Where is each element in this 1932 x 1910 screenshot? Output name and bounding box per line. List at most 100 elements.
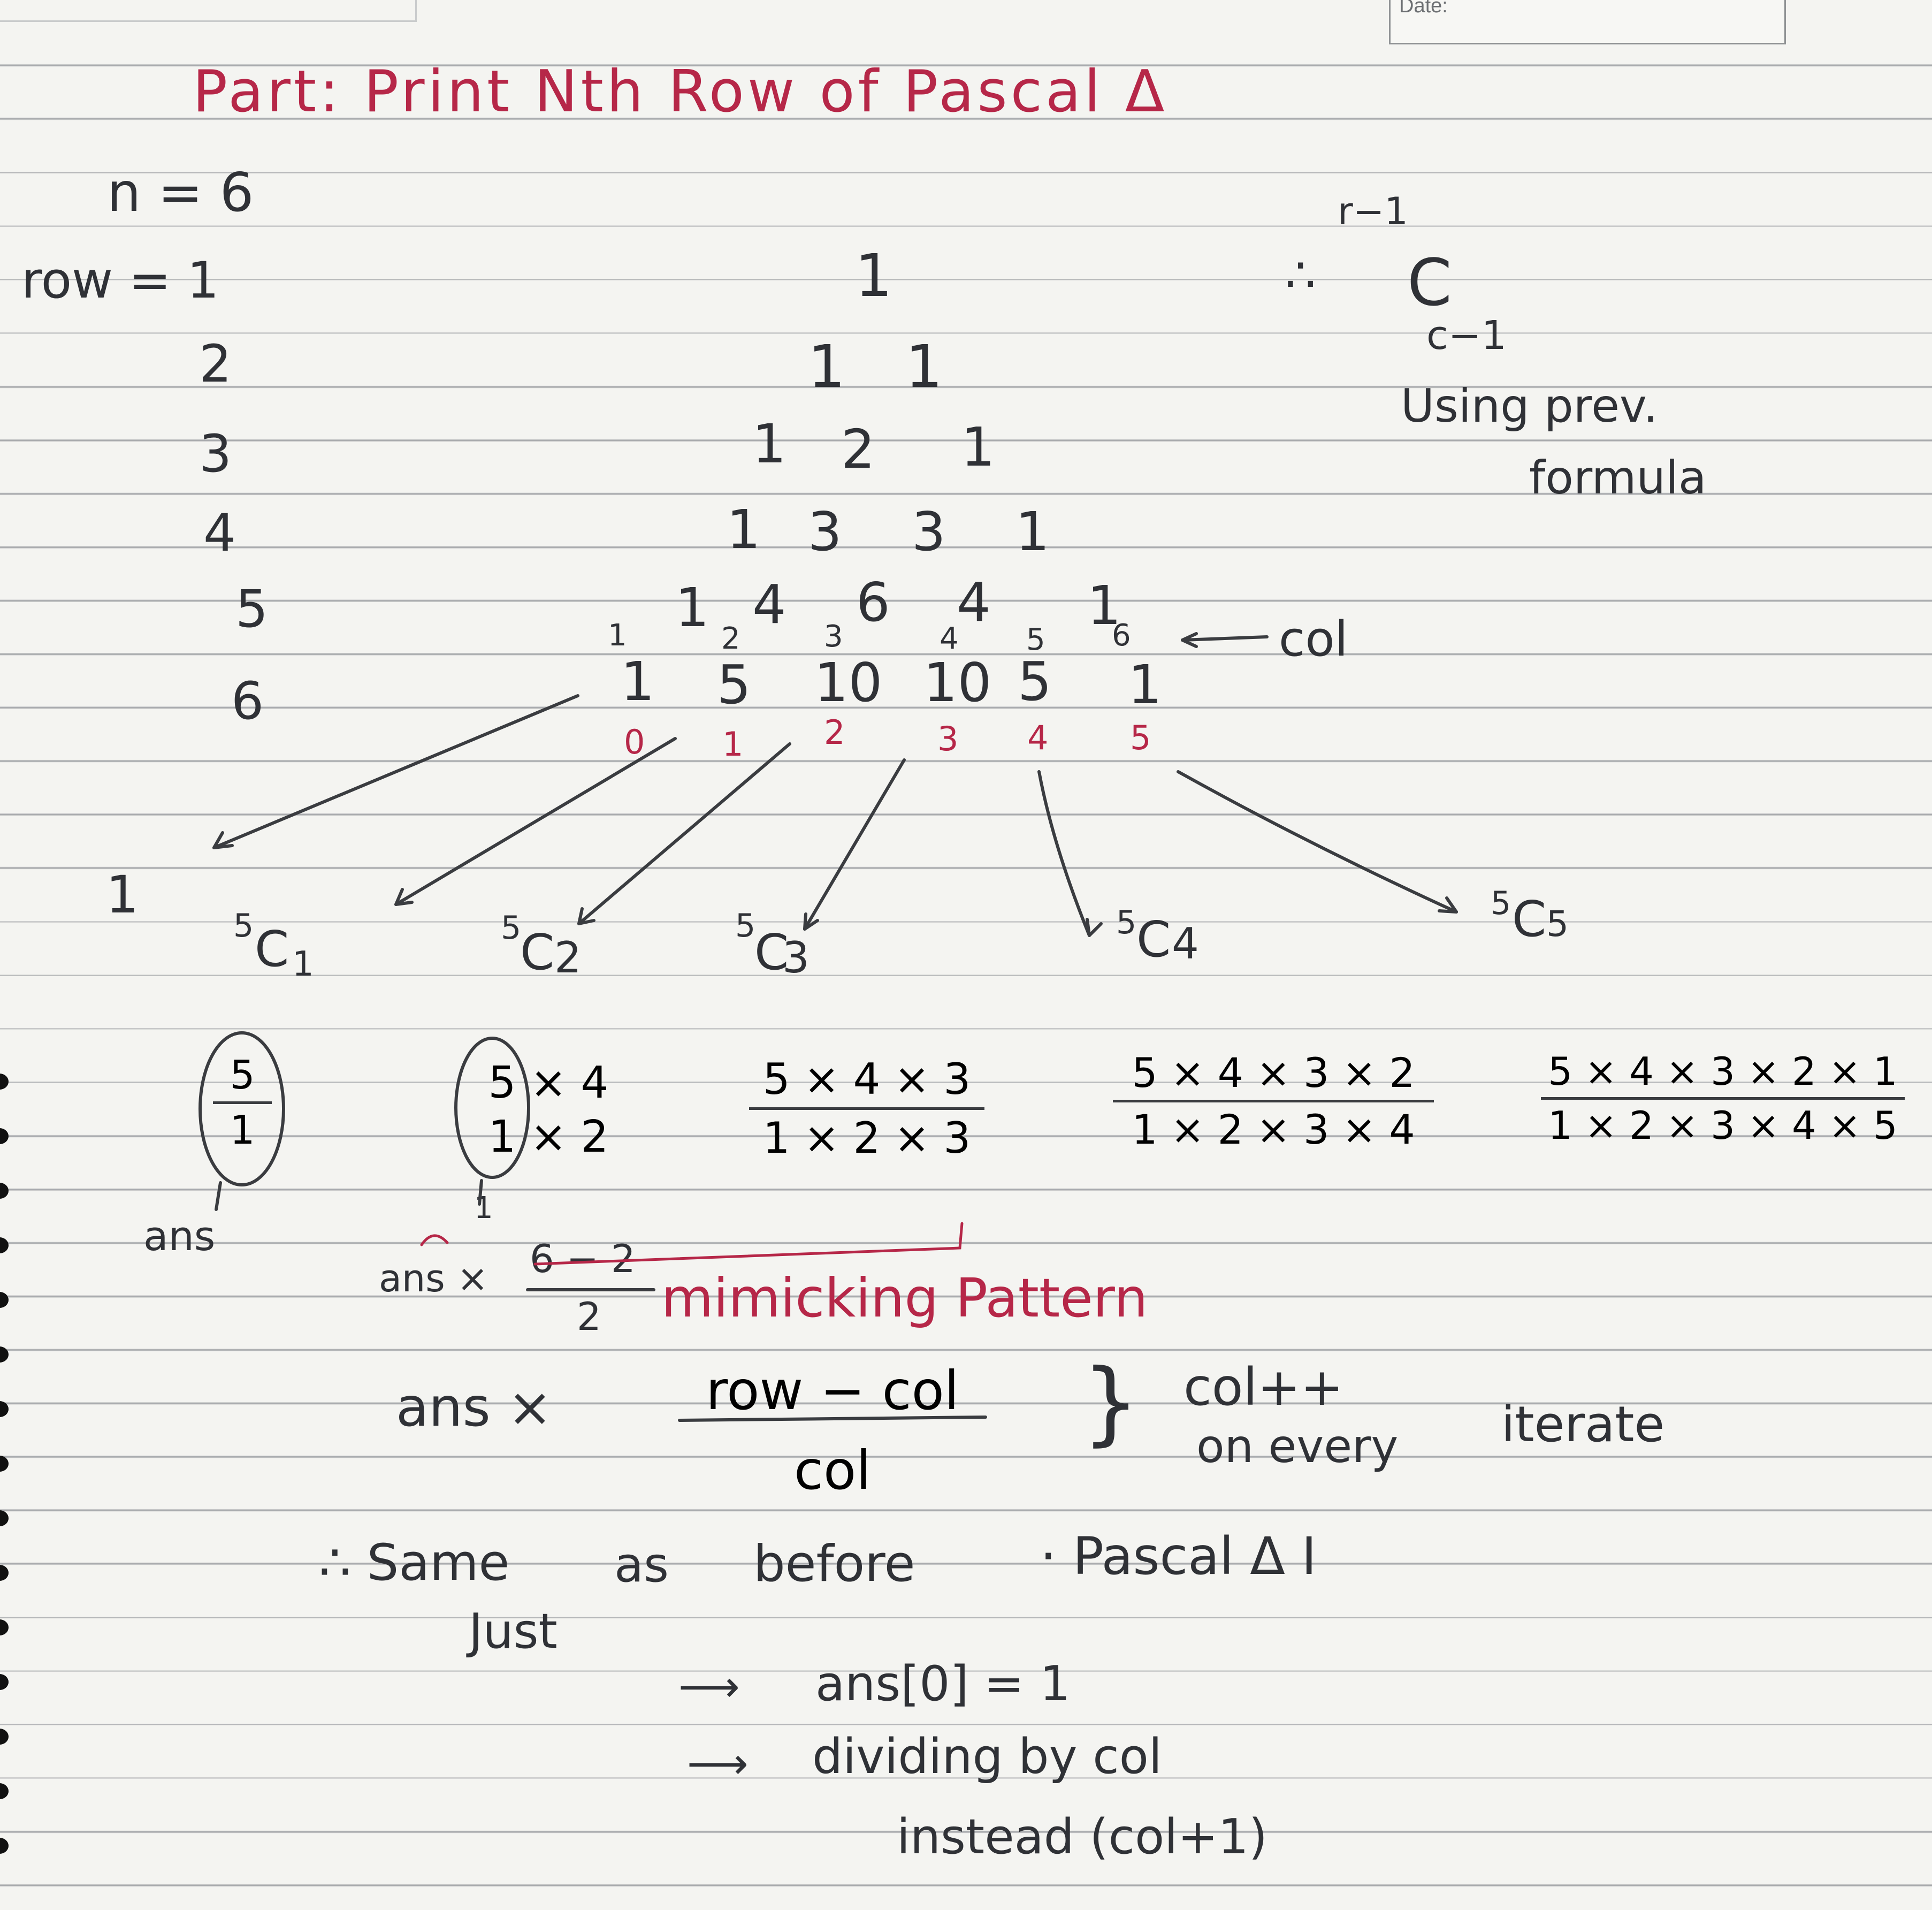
binder-hole — [0, 1401, 9, 1417]
combination-sub: 2 — [554, 933, 582, 983]
triangle-cell: 1 — [1128, 653, 1162, 716]
combination-c: C — [520, 924, 555, 981]
index-number: 4 — [1027, 718, 1049, 757]
index-number: 2 — [824, 713, 845, 752]
index-number: 0 — [624, 722, 645, 762]
triangle-cell: 1 — [961, 416, 995, 478]
triangle-cell: 4 — [752, 573, 786, 636]
index-number: 1 — [722, 725, 744, 764]
arrow-head — [1438, 896, 1458, 914]
date-box: Date: — [1389, 0, 1786, 44]
binder-hole — [0, 1183, 9, 1199]
binder-hole — [0, 1510, 9, 1526]
combination-c: C — [754, 924, 789, 981]
date-label: Date: — [1399, 0, 1448, 17]
formula-increment: col++ — [1183, 1357, 1344, 1417]
side-note-therefore: ∴ — [1285, 247, 1316, 303]
triangle-cell: 1 — [905, 332, 943, 401]
row-number: 2 — [199, 334, 232, 394]
circle-annotation — [198, 1031, 285, 1186]
arrow-line — [394, 737, 677, 906]
row-number: 4 — [203, 503, 236, 563]
combination-sub: 4 — [1172, 919, 1199, 969]
fraction-denominator: 1 — [230, 1107, 255, 1153]
triangle-cell: 1 — [808, 332, 845, 401]
arrow-line — [1177, 770, 1458, 914]
col-number: 1 — [608, 618, 627, 653]
combination-pre: 5 — [501, 909, 522, 947]
conclusion-same: ∴ Same — [319, 1534, 510, 1592]
binder-hole — [0, 1838, 9, 1854]
arrow-head — [803, 912, 819, 931]
arrow-line — [803, 758, 906, 931]
bullet-arrow: ⟶ — [687, 1739, 749, 1789]
page-title: Part: Print Nth Row of Pascal Δ — [193, 58, 1168, 125]
binder-hole — [0, 1565, 9, 1581]
fraction-numerator: 5 × 4 — [488, 1057, 609, 1108]
mimic-denominator: 2 — [577, 1294, 601, 1339]
side-note-c: C — [1407, 246, 1452, 321]
fraction-bar — [1541, 1097, 1905, 1100]
brace: } — [1082, 1350, 1140, 1456]
arrow-head — [1181, 632, 1198, 648]
formula-iterate: iterate — [1501, 1396, 1665, 1453]
fraction: 5 × 4 1 × 2 — [471, 1057, 626, 1162]
header-box — [0, 0, 417, 22]
binder-hole — [0, 1346, 9, 1363]
binder-hole — [0, 1237, 9, 1253]
conclusion-pascal: · Pascal Δ I — [1040, 1526, 1317, 1586]
binder-hole — [0, 1292, 9, 1308]
triangle-cell: 2 — [841, 418, 875, 481]
triangle-cell: 1 — [752, 413, 786, 475]
formula-fraction: row − col col — [672, 1359, 993, 1502]
combination-pre: 5 — [1491, 885, 1511, 922]
fraction-numerator: 5 — [230, 1052, 255, 1098]
row-number: 3 — [199, 424, 232, 484]
triangle-cell: 10 — [814, 651, 883, 714]
bullet-dividing: dividing by col — [812, 1729, 1162, 1785]
combination-c: C — [1512, 891, 1547, 948]
row-number: 6 — [231, 671, 264, 731]
n-value: n = 6 — [107, 161, 254, 224]
conclusion-just: Just — [469, 1603, 558, 1660]
fraction: 5 1 — [213, 1052, 272, 1153]
arrow-line — [1181, 635, 1269, 642]
triangle-cell: 5 — [1018, 650, 1052, 713]
formula-ans: ans × — [396, 1376, 553, 1439]
combination-sub: 1 — [292, 945, 314, 984]
fraction-numerator: 5 × 4 × 3 — [762, 1054, 971, 1104]
triangle-cell: 1 — [621, 650, 655, 713]
combination-c: C — [255, 920, 289, 978]
arrow-line — [212, 694, 579, 849]
side-note-sup: r−1 — [1338, 189, 1408, 233]
side-note-line2: formula — [1529, 451, 1707, 505]
formula-numerator: row − col — [706, 1359, 959, 1422]
index-number: 5 — [1130, 718, 1151, 757]
combination-pre: 5 — [1116, 904, 1137, 941]
arrow-head — [1086, 918, 1103, 937]
triangle-cell: 3 — [808, 500, 842, 563]
col-number: 6 — [1112, 618, 1131, 653]
formula-denominator: col — [794, 1439, 871, 1502]
triangle-cell: 1 — [1087, 574, 1121, 637]
combination-sub: 5 — [1546, 903, 1569, 945]
triangle-cell: 10 — [923, 651, 992, 714]
triangle-cell: 3 — [912, 500, 946, 563]
fraction-numerator: 5 × 4 × 3 × 2 — [1132, 1049, 1415, 1097]
index-number: 3 — [937, 719, 959, 758]
combination-pre: 5 — [233, 907, 254, 945]
col-number: 4 — [940, 621, 959, 656]
lone-one: 1 — [106, 865, 139, 925]
triangle-cell: 1 — [727, 498, 761, 561]
bullet-arrow: ⟶ — [678, 1662, 740, 1711]
conclusion-before: before — [753, 1535, 915, 1593]
fraction: 5 × 4 × 3 × 2 1 × 2 × 3 × 4 — [1113, 1049, 1434, 1153]
fraction-bar — [1113, 1100, 1434, 1102]
col-number: 2 — [721, 621, 740, 656]
triangle-cell: 1 — [675, 576, 709, 639]
conclusion-as: as — [614, 1537, 669, 1593]
mimic-text: mimicking Pattern — [661, 1267, 1148, 1329]
side-note-sub: c−1 — [1426, 313, 1507, 359]
binder-hole — [0, 1128, 9, 1144]
